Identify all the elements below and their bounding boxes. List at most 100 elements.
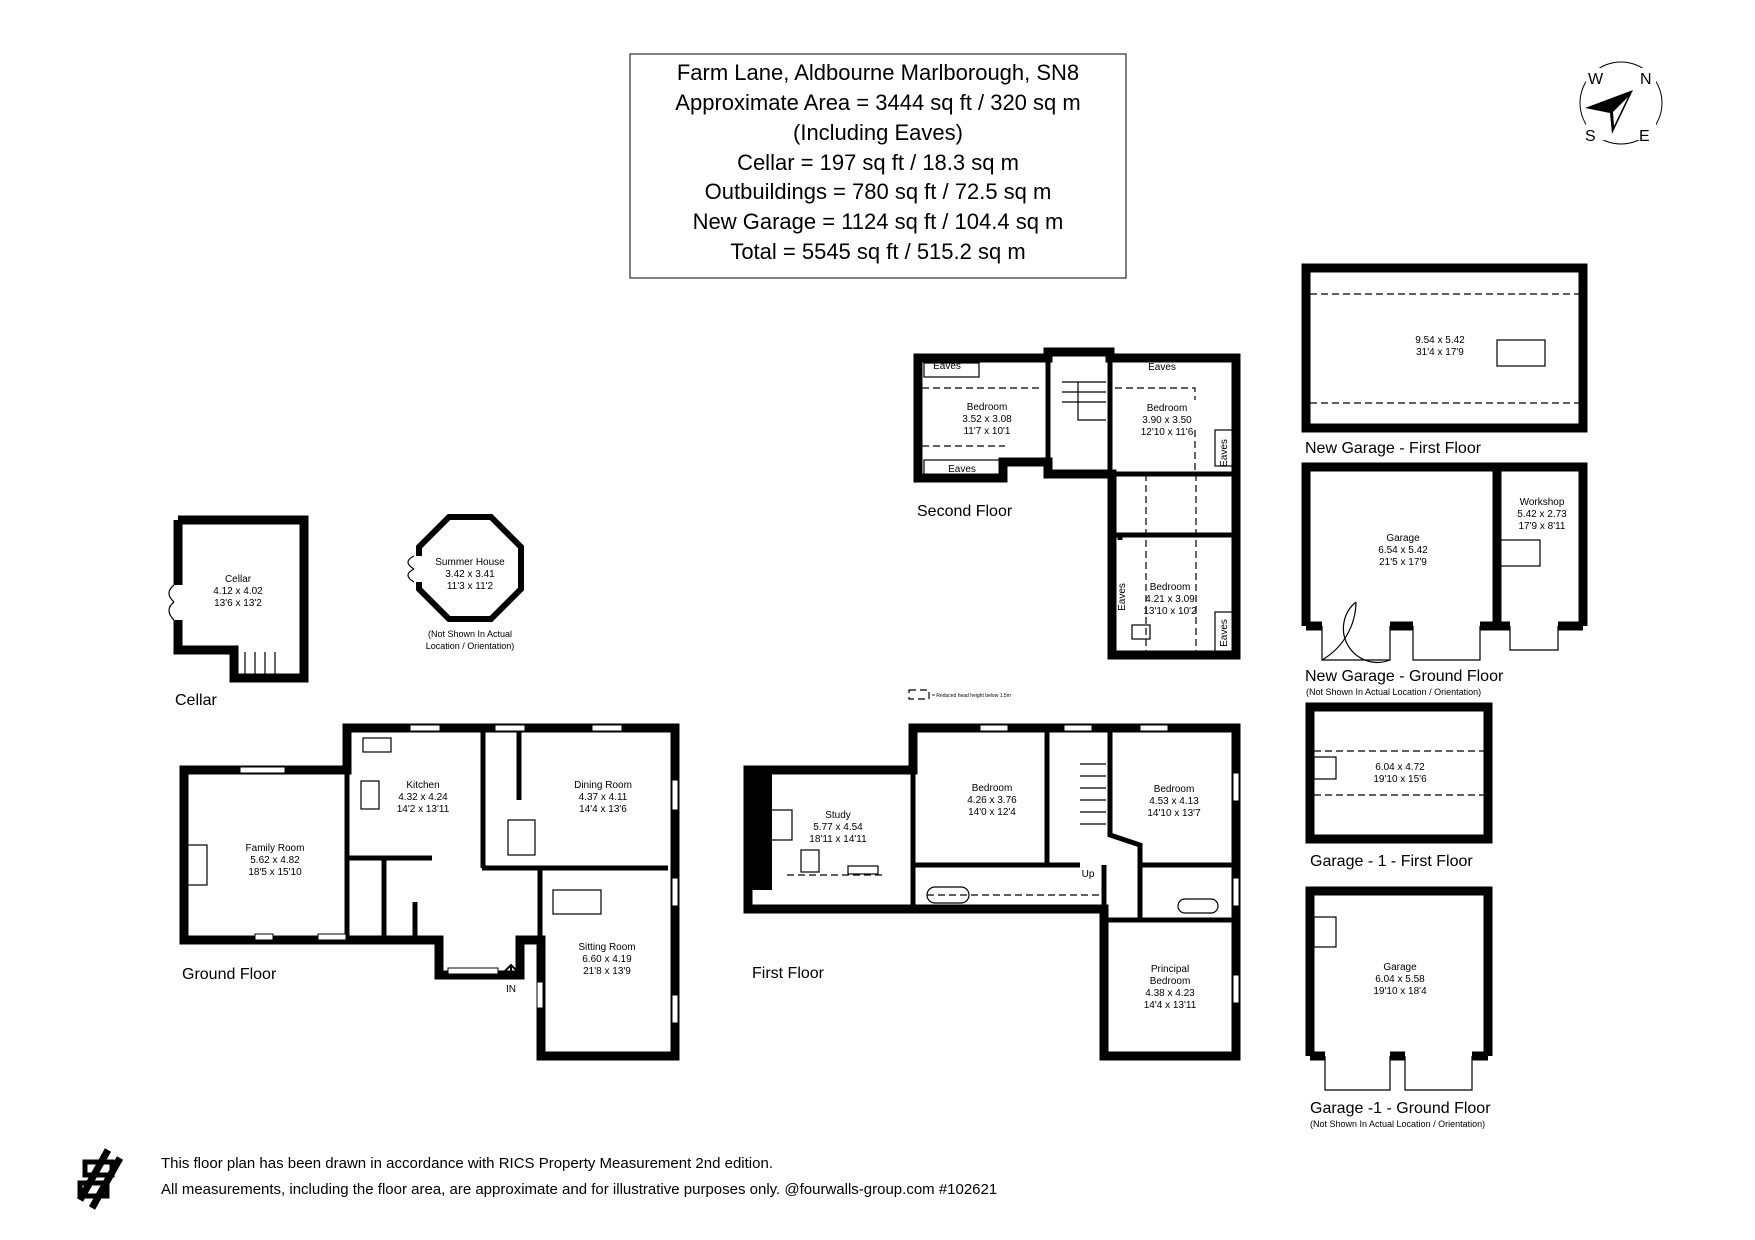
reduced-height-legend-swatch [908,689,930,700]
room-metric: 4.12 x 4.02 [213,586,263,597]
room-imperial: 19'10 x 18'4 [1373,986,1427,997]
room-name: Kitchen [406,780,439,791]
floor-title: First Floor [752,965,825,982]
room-metric: 4.26 x 3.76 [967,795,1017,806]
first-floor-plan: Up Study 5.77 x 4.54 18'11 x 14'11 Bedro… [743,723,1241,1061]
room-metric: 3.90 x 3.50 [1142,415,1192,426]
room-imperial: 14'0 x 12'4 [968,807,1016,818]
room-name: Bedroom [972,783,1013,794]
room-name: Bedroom [967,402,1008,413]
header-line: Farm Lane, Aldbourne Marlborough, SN8 [677,60,1079,85]
room-metric: 5.62 x 4.82 [250,855,300,866]
header-line: (Including Eaves) [793,120,963,145]
room-metric: 4.32 x 4.24 [398,792,448,803]
eaves-label: Eaves [1117,583,1128,611]
room-metric: 6.04 x 5.58 [1375,974,1425,985]
eaves-label: Eaves [933,361,961,372]
location-note: (Not Shown In Actual Location / Orientat… [1310,1119,1485,1129]
floor-title: Cellar [175,692,217,709]
floor-title: Garage - 1 - First Floor [1310,853,1473,870]
compass-s: S [1585,128,1596,145]
room-imperial: 13'6 x 13'2 [214,598,262,609]
room-imperial: 17'9 x 8'11 [1518,521,1565,532]
floor-title: Ground Floor [182,966,277,983]
eaves-label: Eaves [948,464,976,475]
room-imperial: 21'5 x 17'9 [1379,557,1427,568]
room-name: Garage [1383,962,1417,973]
compass-w: W [1588,71,1604,88]
room-name: Study [825,810,851,821]
room-imperial: 18'5 x 15'10 [248,867,302,878]
room-imperial: 14'10 x 13'7 [1147,808,1201,819]
cellar-plan: Cellar 4.12 x 4.02 13'6 x 13'2 Cellar [168,515,309,709]
room-metric: 6.04 x 4.72 [1375,762,1425,773]
ground-floor-plan: IN Family Room 5.62 x 4.82 18'5 x 15'10 … [179,723,680,1061]
room-metric: 5.42 x 2.73 [1517,509,1567,520]
location-note: Location / Orientation) [426,641,515,651]
room-name: Bedroom [1154,784,1195,795]
footer-disclaimer: This floor plan has been drawn in accord… [161,1155,773,1172]
reduced-height-legend: = Reduced head height below 1.5m [932,693,1011,699]
summer-house-plan: Summer House 3.42 x 3.41 11'3 x 11'2 (No… [407,514,524,651]
location-note: (Not Shown In Actual Location / Orientat… [1306,687,1481,697]
entrance-label: IN [506,984,516,995]
room-name: Bedroom [1147,403,1188,414]
header-line: New Garage = 1124 sq ft / 104.4 sq m [693,209,1064,234]
compass-e: E [1639,128,1650,145]
room-metric: 6.54 x 5.42 [1378,545,1428,556]
second-floor-plan: Eaves Eaves Eaves Eaves Eaves Eaves Bedr… [908,347,1241,700]
floor-title: New Garage - Ground Floor [1305,668,1504,685]
header-line: Approximate Area = 3444 sq ft / 320 sq m [675,90,1080,115]
room-name: Garage [1386,533,1420,544]
room-name: Bedroom [1150,582,1191,593]
garage-1-plans: 6.04 x 4.72 19'10 x 15'6 Garage - 1 - Fi… [1305,702,1493,1129]
room-imperial: 19'10 x 15'6 [1373,774,1427,785]
fourwalls-logo-icon [76,1148,124,1210]
area-summary-box: Farm Lane, Aldbourne Marlborough, SN8 Ap… [629,53,1127,279]
room-metric: 9.54 x 5.42 [1415,335,1465,346]
floor-title: Second Floor [917,503,1013,520]
stairs-up-label: Up [1082,869,1095,880]
header-line: Total = 5545 sq ft / 515.2 sq m [730,239,1025,264]
room-metric: 5.77 x 4.54 [813,822,863,833]
room-imperial: 14'2 x 13'11 [397,804,450,815]
room-imperial: 14'4 x 13'6 [579,804,627,815]
room-name: Sitting Room [578,942,635,953]
floor-title: Garage -1 - Ground Floor [1310,1100,1491,1117]
room-imperial: 13'10 x 10'2 [1143,606,1197,617]
room-imperial: 21'8 x 13'9 [583,966,631,977]
eaves-label: Eaves [1219,619,1230,647]
entrance-arrow-icon [504,963,518,978]
room-metric: 3.52 x 3.08 [962,414,1012,425]
eaves-label: Eaves [1148,362,1176,373]
header-line: Cellar = 197 sq ft / 18.3 sq m [737,150,1019,175]
room-name: Dining Room [574,780,632,791]
footer-disclaimer: All measurements, including the floor ar… [161,1181,997,1198]
room-name: Bedroom [1150,976,1191,987]
location-note: (Not Shown In Actual [428,629,512,639]
room-metric: 4.38 x 4.23 [1145,988,1195,999]
room-metric: 3.42 x 3.41 [445,569,495,580]
compass-n: N [1640,71,1652,88]
room-imperial: 12'10 x 11'6 [1141,427,1194,438]
new-garage-plans: 9.54 x 5.42 31'4 x 17'9 New Garage - Fir… [1301,263,1588,697]
header-line: Outbuildings = 780 sq ft / 72.5 sq m [705,179,1052,204]
room-name: Family Room [246,843,305,854]
room-imperial: 11'3 x 11'2 [447,581,494,592]
room-imperial: 18'11 x 14'11 [809,834,867,845]
room-metric: 6.60 x 4.19 [582,954,632,965]
room-metric: 4.21 x 3.09 [1145,594,1195,605]
room-name: Principal [1151,964,1189,975]
room-name: Workshop [1520,497,1565,508]
room-imperial: 31'4 x 17'9 [1416,347,1464,358]
room-metric: 4.53 x 4.13 [1149,796,1199,807]
eaves-label: Eaves [1219,439,1230,467]
compass: W N S E [1579,61,1663,145]
room-name: Cellar [225,574,252,585]
room-imperial: 14'4 x 13'11 [1144,1000,1197,1011]
compass-arrow-icon [1585,90,1633,134]
room-metric: 4.37 x 4.11 [579,792,628,803]
room-imperial: 11'7 x 10'1 [963,426,1010,437]
room-name: Summer House [435,557,505,568]
